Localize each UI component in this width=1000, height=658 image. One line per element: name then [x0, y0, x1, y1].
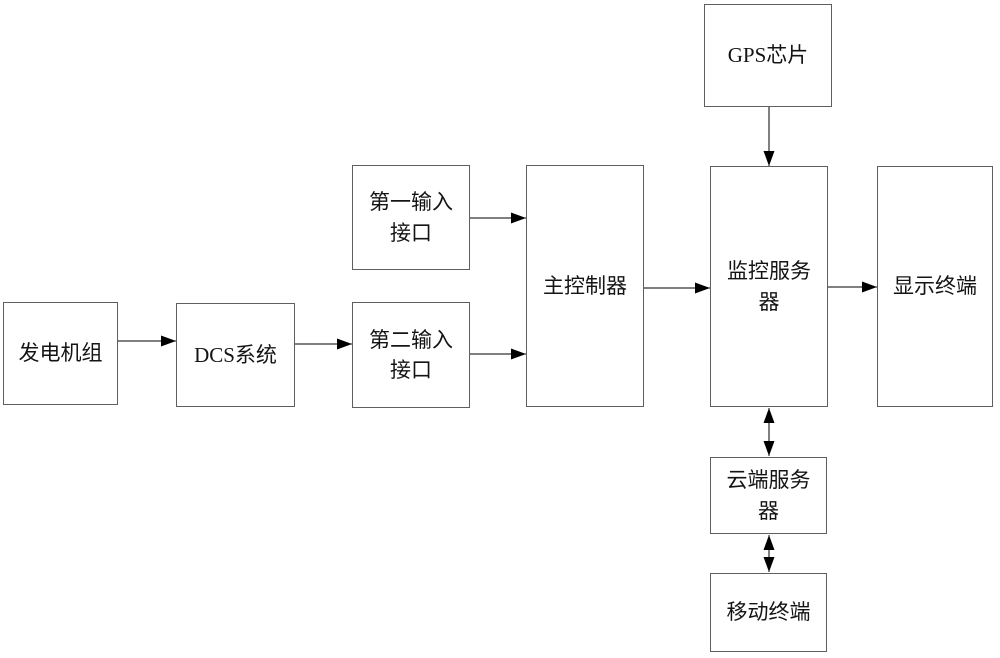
node-mobile-terminal-label: 移动终端: [726, 600, 811, 625]
node-display-terminal: 显示终端: [877, 166, 993, 407]
node-dcs-system: DCS系统: [176, 303, 295, 407]
node-cloud-server-label: 云端服务器: [726, 468, 811, 523]
node-main-controller-label: 主控制器: [543, 273, 627, 298]
node-display-terminal-label: 显示终端: [893, 274, 977, 299]
node-second-input-interface-label: 第二输入接口: [369, 327, 453, 382]
node-generator-set-label: 发电机组: [18, 341, 103, 366]
node-gps-chip-label: GPS芯片: [727, 43, 809, 68]
node-monitor-server-label: 监控服务器: [727, 259, 811, 314]
node-monitor-server: 监控服务器: [710, 166, 828, 407]
node-cloud-server: 云端服务器: [710, 457, 827, 534]
node-gps-chip: GPS芯片: [704, 4, 832, 107]
node-dcs-system-label: DCS系统: [194, 342, 277, 367]
node-first-input-interface: 第一输入接口: [352, 165, 470, 270]
node-main-controller: 主控制器: [526, 165, 644, 407]
node-mobile-terminal: 移动终端: [710, 573, 827, 652]
node-second-input-interface: 第二输入接口: [352, 302, 470, 408]
node-generator-set: 发电机组: [3, 302, 118, 405]
node-first-input-interface-label: 第一输入接口: [369, 190, 453, 245]
